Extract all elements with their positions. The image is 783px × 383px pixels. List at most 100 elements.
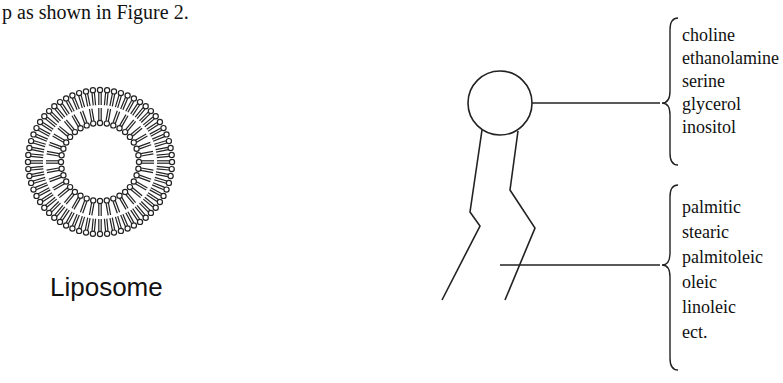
lipid-head [136,153,141,158]
lipid-head [104,198,109,203]
lipid-tail [118,96,122,108]
lipid-head [78,126,83,131]
lipid-tail [101,108,102,120]
lipid-head [58,159,63,164]
lipid-tail [157,163,169,164]
lipid-tail [106,203,108,215]
lipid-head [78,193,83,198]
fatty-acid-name: linoleic [682,298,736,316]
lipid-head [134,173,139,178]
lipid-head [131,179,136,184]
lipid-tail [89,203,91,215]
lipid-head [59,166,64,171]
lipid-tail [32,172,44,175]
lipid-tail [131,190,141,198]
lipid-tail [110,218,113,230]
lipid-tail [121,97,126,109]
lipid-tail [137,136,148,142]
lipid-tail [32,150,44,153]
lipid-head [169,159,174,164]
lipid-tail [46,163,58,164]
lipid-tail [157,166,169,167]
lipid-tail [81,95,85,107]
lipid-tail [85,218,87,230]
lipid-head [52,215,57,220]
lipid-head [47,109,52,114]
lipid-head [136,166,141,171]
curly-bracket [662,185,678,370]
lipid-tail [33,177,45,181]
lipid-tail [35,137,47,142]
lipid-tail [112,218,114,230]
head-group-name: glycerol [682,95,741,113]
lipid-tail [108,109,110,121]
lipid-head [31,132,36,137]
lipid-tail [141,151,153,153]
lipid-head [31,187,36,192]
lipid-head [157,199,162,204]
lipid-head [131,223,136,228]
lipid-tail [104,93,105,105]
lipid-tail [32,147,44,149]
fatty-acid-name: ect. [682,323,707,341]
lipid-tail [141,170,153,172]
lipid-head [111,123,116,128]
lipid-head [127,134,132,139]
lipid-head [52,104,57,109]
lipid-head [111,230,116,235]
lipid-tail [32,174,44,176]
lipid-tail [89,109,91,121]
lipid-head [57,100,62,105]
lipid-tail [142,163,154,164]
lipid-head [157,119,162,124]
lipid-tail [157,156,169,157]
lipid-head [68,185,73,190]
lipid-tail [141,154,153,156]
lipid-tail [72,98,77,110]
lipid-head [168,145,173,150]
lipid-tail [47,151,59,153]
lipid-tail [153,137,165,142]
lipid-tail [113,202,117,214]
lipid-head [59,153,64,158]
lipid-tail [133,128,143,136]
lipid-head [27,145,32,150]
lipid-head [143,215,148,220]
lipid-tail [98,108,99,120]
lipid-tail [50,142,62,146]
lipid-tail [142,160,154,161]
lipid-head [137,100,142,105]
lipid-tail [46,160,58,161]
lipid-head [29,180,34,185]
lipid-tail [153,183,165,188]
lipid-tail [64,193,72,203]
lipid-head [117,126,122,131]
lipid-head [123,130,128,135]
lipid-head [61,146,66,151]
lipid-tail [98,204,99,216]
fatty-acid-name: stearic [682,223,729,241]
lipid-head [68,134,73,139]
lipid-head [164,187,169,192]
polar-head [468,71,532,135]
lipid-head [47,210,52,215]
lipid-head [97,120,102,125]
lipid-tail [31,154,43,155]
lipid-tail [79,216,83,228]
head-group-name: choline [682,26,735,44]
lipid-head [161,193,166,198]
lipid-head [90,88,95,93]
lipid-tail [88,94,91,106]
lipid-head [72,189,77,194]
lipid-tail [106,109,108,121]
lipid-head [125,93,130,98]
lipid-tail [47,154,59,156]
lipid-head [125,226,130,231]
lipid-head [38,119,43,124]
lipid-head [90,231,95,236]
lipid-head [166,180,171,185]
lipid-tail [98,219,99,231]
lipid-head [42,114,47,119]
lipid-head [118,91,123,96]
